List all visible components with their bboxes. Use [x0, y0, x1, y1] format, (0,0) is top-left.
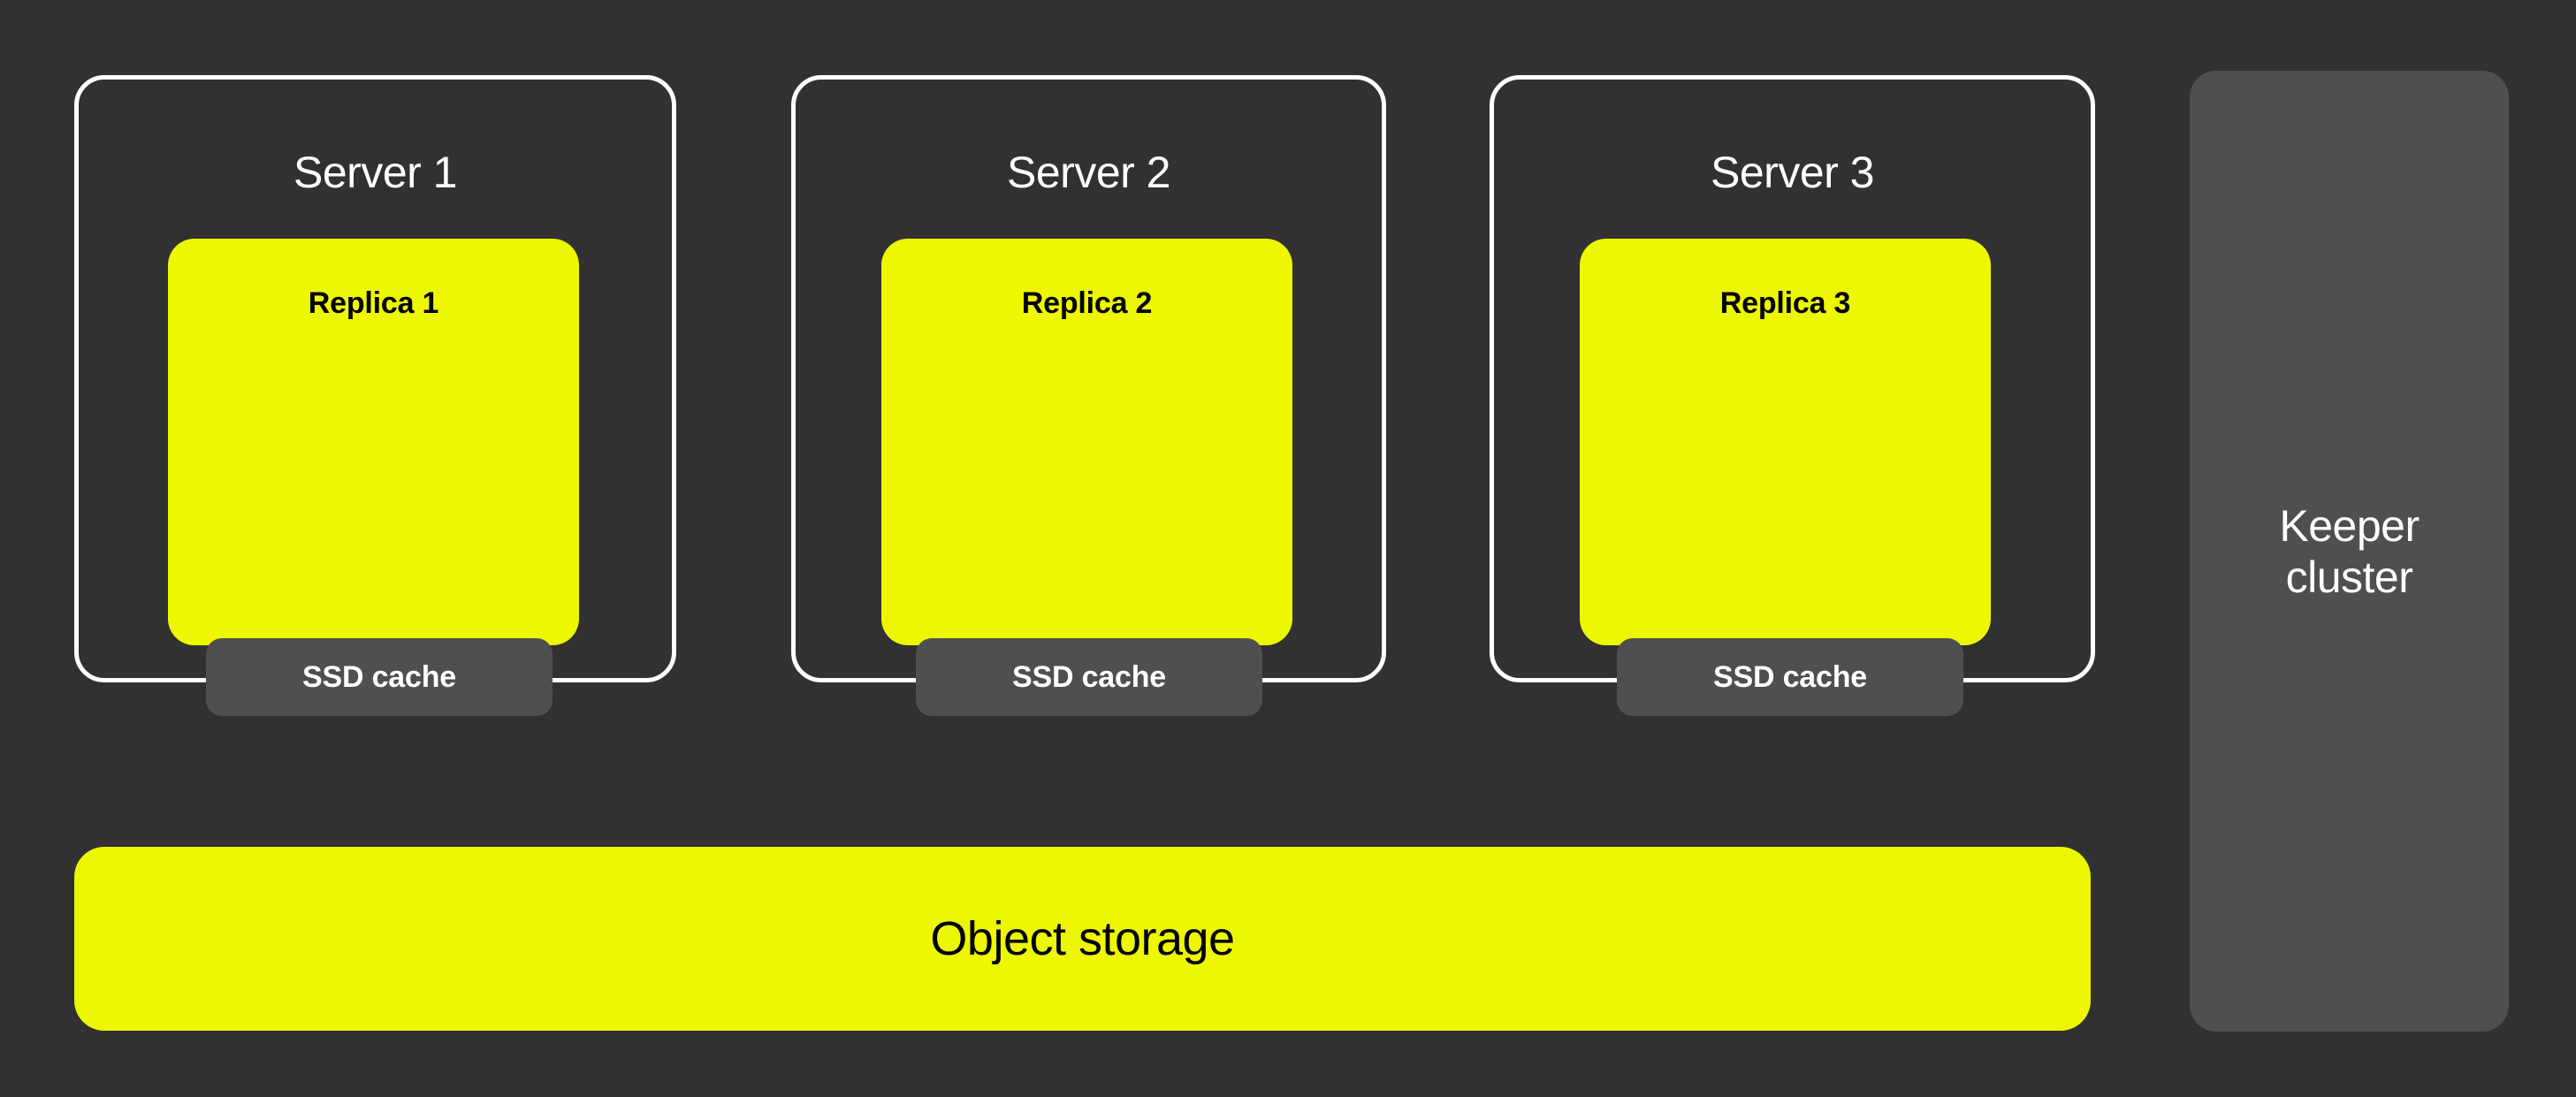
ssd-cache-label-1: SSD cache — [302, 660, 456, 694]
replica-label-2: Replica 2 — [1021, 286, 1153, 320]
object-storage-bar: Object storage — [74, 847, 2091, 1031]
replica-box-1: Replica 1 — [168, 239, 579, 645]
keeper-cluster-label: Keeper cluster — [2279, 500, 2420, 602]
replica-box-2: Replica 2 — [881, 239, 1292, 645]
server-title-1: Server 1 — [293, 148, 457, 197]
replica-label-3: Replica 3 — [1719, 286, 1851, 320]
ssd-cache-label-2: SSD cache — [1012, 660, 1166, 694]
replica-box-3: Replica 3 — [1580, 239, 1991, 645]
ssd-cache-3: SSD cache — [1617, 638, 1963, 716]
ssd-cache-1: SSD cache — [206, 638, 553, 716]
ssd-cache-label-3: SSD cache — [1713, 660, 1867, 694]
replica-label-1: Replica 1 — [308, 286, 439, 320]
ssd-cache-2: SSD cache — [916, 638, 1262, 716]
server-title-2: Server 2 — [1007, 148, 1170, 197]
keeper-cluster-panel: Keeper cluster — [2190, 71, 2509, 1032]
object-storage-label: Object storage — [930, 912, 1235, 965]
server-title-3: Server 3 — [1711, 148, 1874, 197]
